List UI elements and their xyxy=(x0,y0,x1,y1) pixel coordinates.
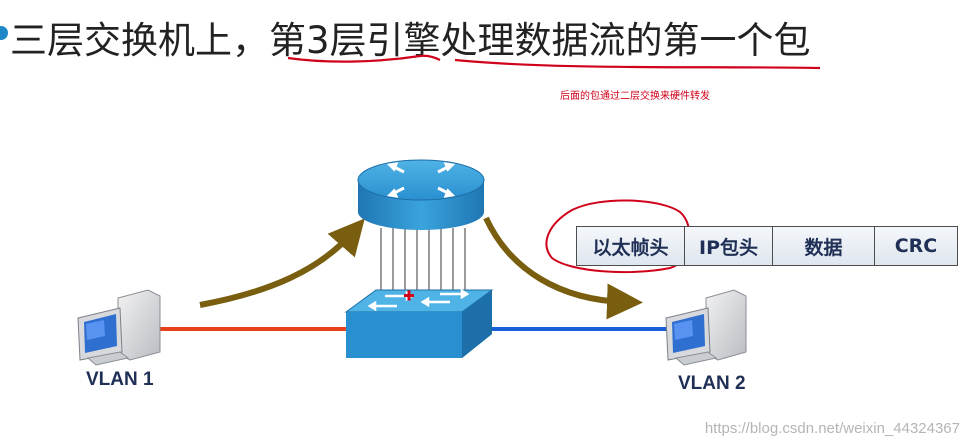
title-underline-left xyxy=(287,54,441,63)
router-icon xyxy=(357,159,485,230)
pc-vlan1-icon xyxy=(77,289,161,366)
backplane-lines xyxy=(380,228,466,296)
vlan1-label: VLAN 1 xyxy=(86,369,154,390)
handwritten-note: 后面的包通过二层交换来硬件转发 xyxy=(560,91,710,102)
flow-arrow-down xyxy=(483,216,643,320)
frame-field-ip-header: IP包头 xyxy=(685,227,773,265)
l3-engine-marker xyxy=(404,290,414,301)
frame-field-eth-header: 以太帧头 xyxy=(577,227,685,265)
switch-icon xyxy=(344,288,494,358)
title-bullet xyxy=(0,26,8,40)
slide-title: 三层交换机上，第3层引擎处理数据流的第一个包 xyxy=(10,19,811,62)
vlan2-label: VLAN 2 xyxy=(678,373,746,394)
frame-field-crc: CRC xyxy=(894,235,938,257)
flow-arrow-up xyxy=(199,218,365,308)
header-circle xyxy=(545,199,691,274)
watermark: https://blog.csdn.net/weixin_44324367 xyxy=(704,420,960,437)
frame-field-data: 数据 xyxy=(773,227,875,265)
packet-frame: 以太帧头 IP包头 数据 CRC xyxy=(576,226,958,266)
title-underline-right xyxy=(454,58,821,70)
pc-vlan2-icon xyxy=(665,289,747,366)
